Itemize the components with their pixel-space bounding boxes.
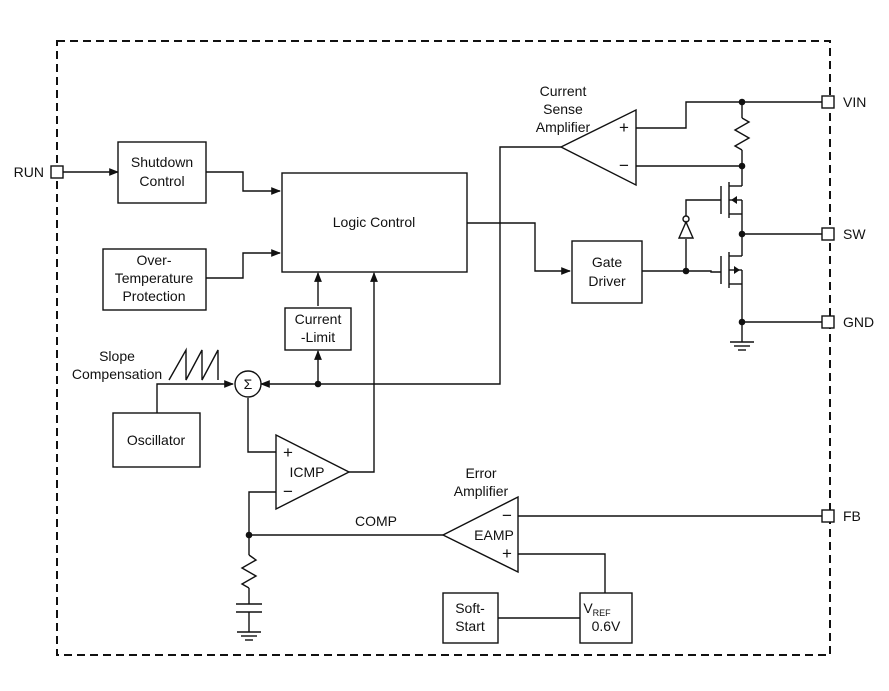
- shutdown-control-block: Shutdown Control: [117, 141, 207, 204]
- svg-text:ICMP: ICMP: [290, 464, 325, 480]
- svg-text:EAMP: EAMP: [474, 527, 514, 543]
- chip-boundary: [56, 40, 831, 656]
- svg-text:Temperature: Temperature: [115, 270, 194, 286]
- svg-text:+: +: [283, 443, 293, 462]
- oscillator-block: Oscillator: [112, 412, 201, 468]
- pin-fb: FB: [821, 508, 861, 524]
- svg-text:Gate: Gate: [592, 254, 623, 270]
- summing-node: Σ: [234, 370, 262, 398]
- svg-text:FB: FB: [843, 508, 861, 524]
- svg-text:−: −: [502, 506, 512, 525]
- svg-text:0.6V: 0.6V: [592, 618, 621, 634]
- svg-text:Current: Current: [540, 83, 587, 99]
- svg-text:Soft-: Soft-: [455, 600, 485, 616]
- comp-label: COMP: [355, 513, 397, 529]
- pin-gnd: GND: [821, 314, 874, 330]
- svg-text:VREF: VREF: [583, 600, 611, 618]
- svg-text:Protection: Protection: [122, 288, 185, 304]
- svg-text:Logic Control: Logic Control: [333, 214, 416, 230]
- svg-text:−: −: [619, 156, 629, 175]
- svg-text:Amplifier: Amplifier: [536, 119, 591, 135]
- gate-driver-block: Gate Driver: [571, 240, 643, 304]
- error-amplifier: − + EAMP: [441, 495, 519, 574]
- wires: [63, 101, 822, 641]
- current-limit-block: Current -Limit: [284, 307, 352, 351]
- pin-sw: SW: [821, 226, 866, 242]
- svg-text:Error: Error: [465, 465, 496, 481]
- svg-text:Amplifier: Amplifier: [454, 483, 509, 499]
- svg-text:Oscillator: Oscillator: [127, 432, 186, 448]
- svg-text:Over-: Over-: [137, 252, 172, 268]
- svg-text:Compensation: Compensation: [72, 366, 162, 382]
- pin-run: RUN: [14, 164, 64, 180]
- error-amplifier-label: Error Amplifier: [454, 465, 509, 499]
- svg-text:-Limit: -Limit: [301, 329, 335, 345]
- svg-text:Σ: Σ: [244, 376, 253, 392]
- current-sense-label: Current Sense Amplifier: [536, 83, 591, 135]
- svg-text:VIN: VIN: [843, 94, 866, 110]
- vref-block: VREF 0.6V: [579, 592, 633, 644]
- icmp-comparator: + − ICMP: [275, 433, 351, 511]
- pin-vin: VIN: [821, 94, 866, 110]
- logic-control-block: Logic Control: [281, 172, 468, 273]
- svg-text:Slope: Slope: [99, 348, 135, 364]
- svg-text:Current: Current: [295, 311, 342, 327]
- overtemp-protection-block: Over- Temperature Protection: [102, 248, 207, 311]
- sawtooth-icon: [168, 347, 219, 381]
- svg-text:Sense: Sense: [543, 101, 583, 117]
- svg-text:GND: GND: [843, 314, 874, 330]
- svg-text:Driver: Driver: [588, 273, 626, 289]
- soft-start-block: Soft- Start: [442, 592, 499, 644]
- svg-text:Shutdown: Shutdown: [131, 154, 193, 170]
- svg-text:+: +: [619, 118, 629, 137]
- svg-text:−: −: [283, 482, 293, 501]
- slope-compensation: Slope Compensation: [72, 347, 219, 382]
- svg-text:SW: SW: [843, 226, 866, 242]
- svg-text:Start: Start: [455, 618, 485, 634]
- svg-text:+: +: [502, 544, 512, 563]
- svg-text:RUN: RUN: [14, 164, 44, 180]
- current-sense-amplifier: + −: [559, 108, 637, 187]
- junction-dots: [245, 98, 746, 539]
- svg-text:Control: Control: [139, 173, 184, 189]
